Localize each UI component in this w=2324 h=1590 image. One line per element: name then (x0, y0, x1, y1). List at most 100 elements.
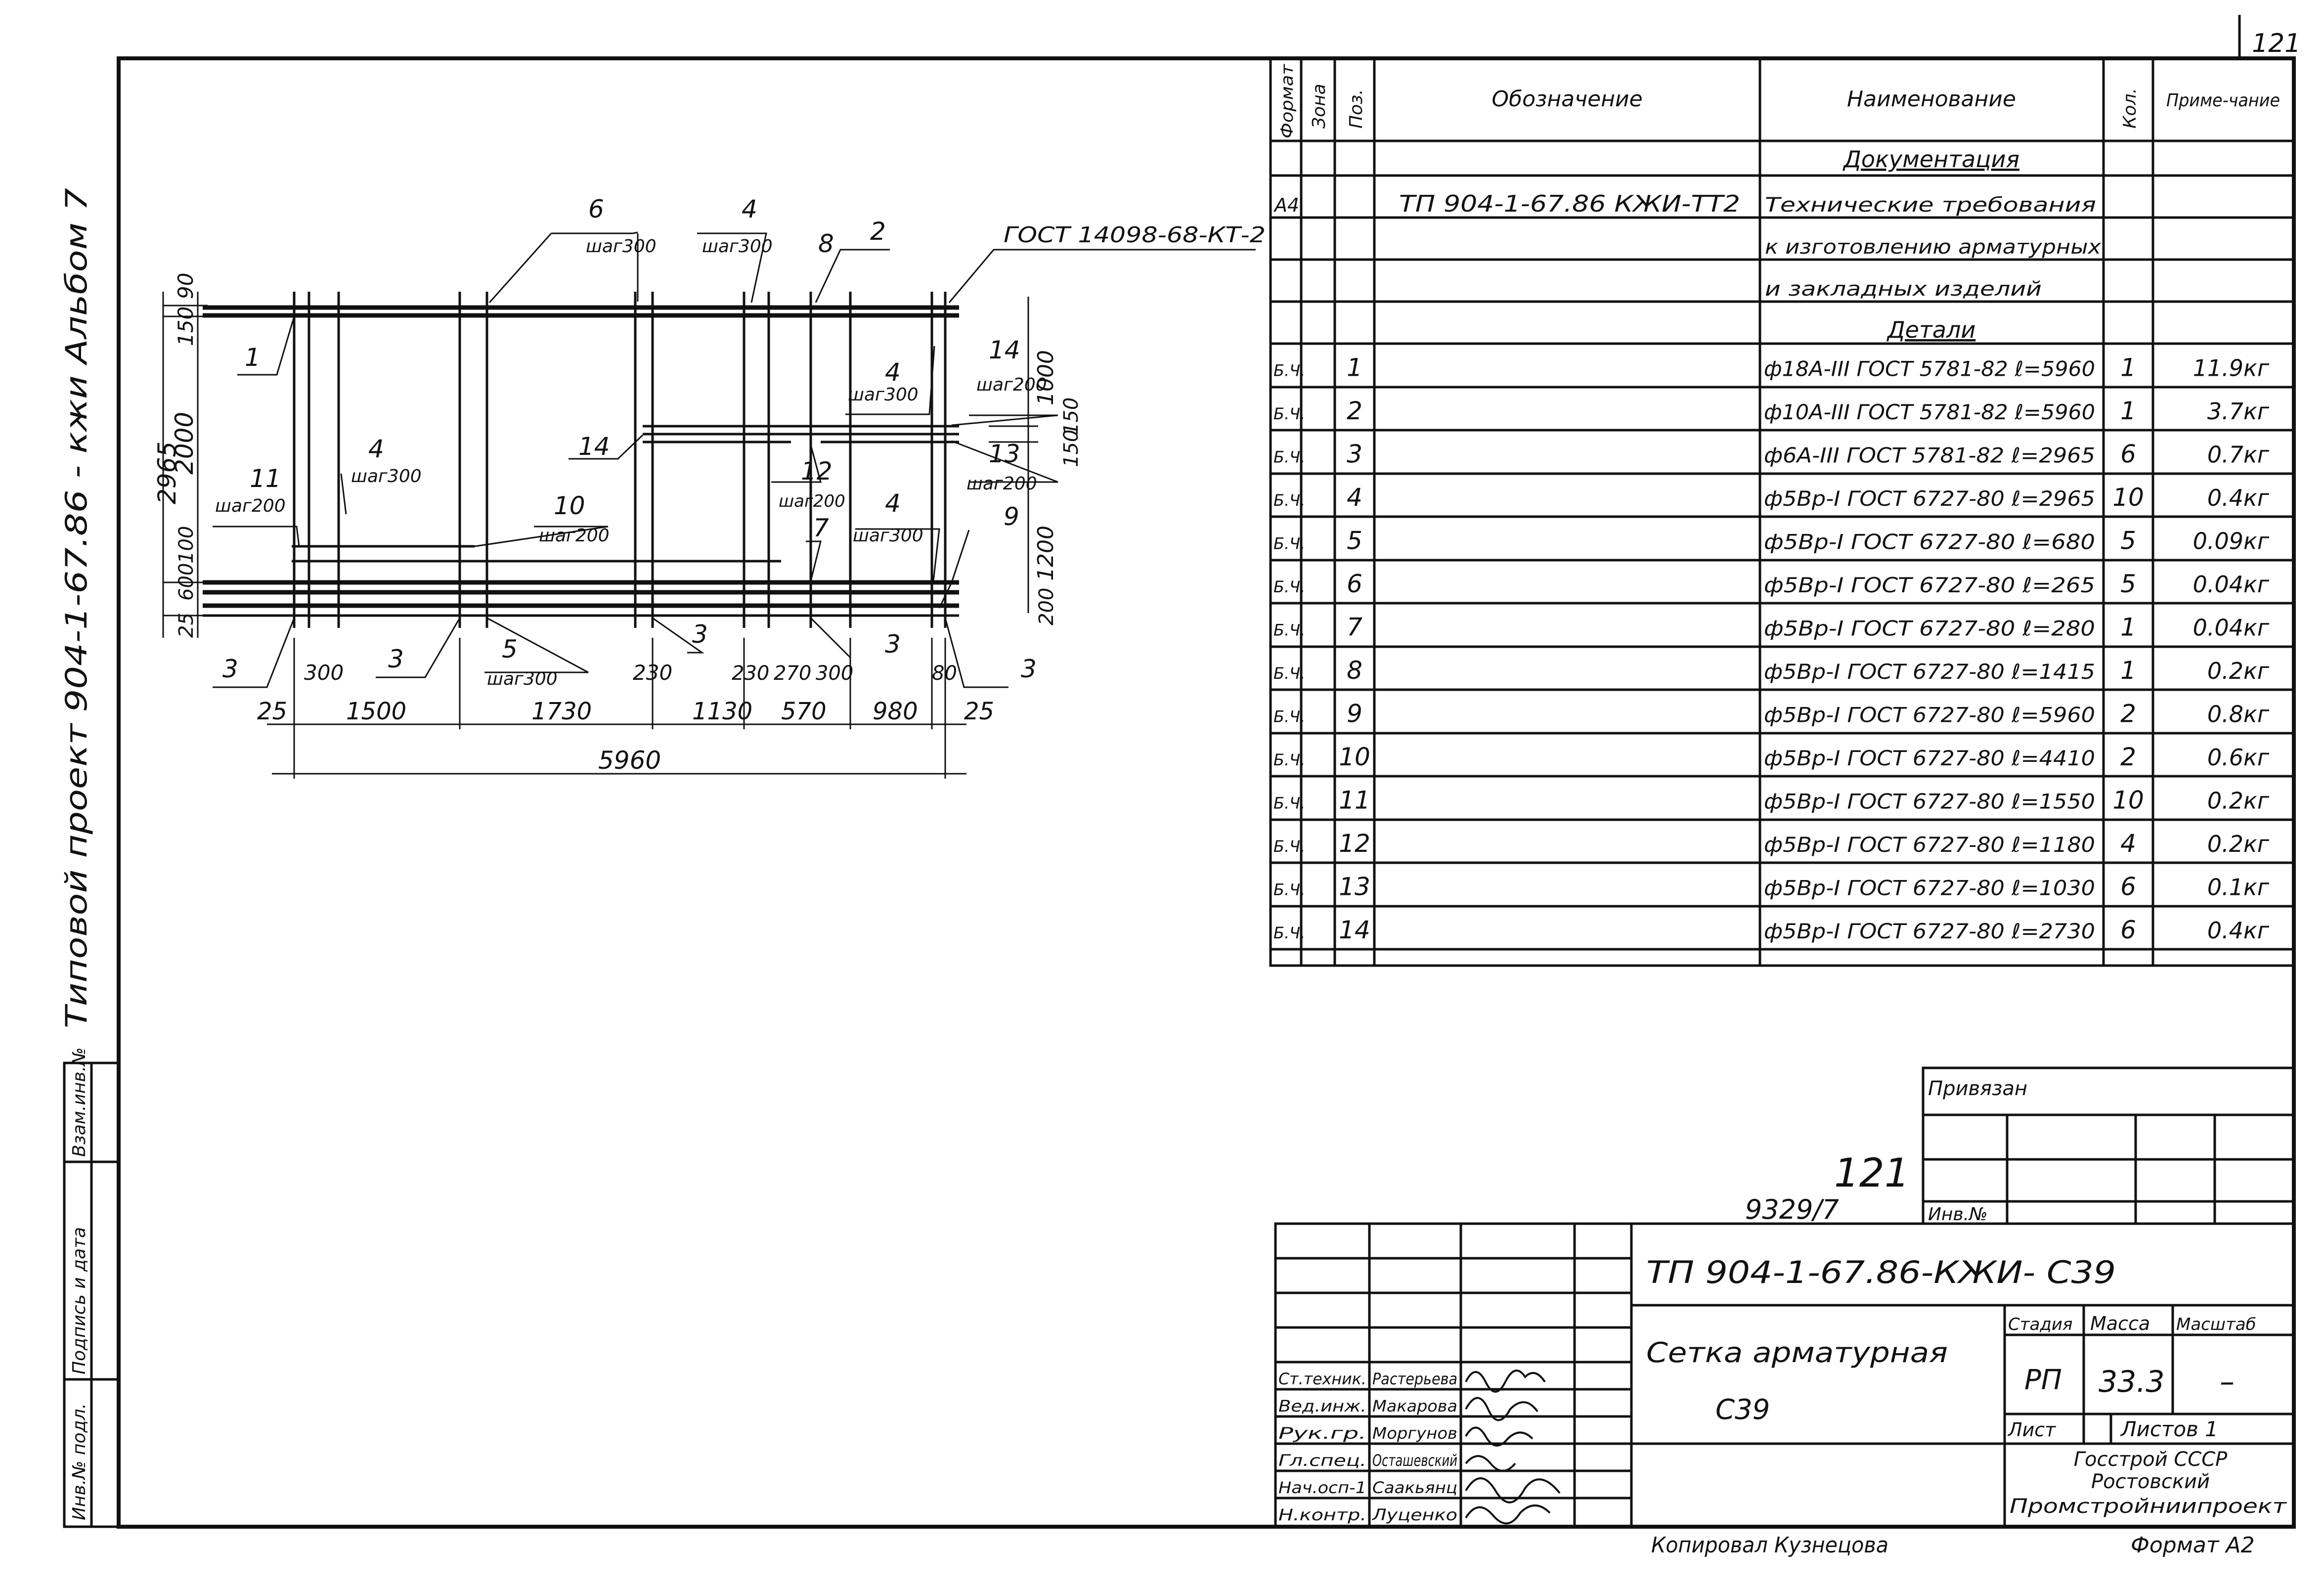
callout-2: 2 (870, 217, 886, 246)
callout-3b: 3 (388, 645, 404, 673)
row-pos: 1 (1347, 353, 1362, 382)
callout-12-step: шаг200 (779, 491, 845, 511)
tb-mass: 33.3 (2099, 1365, 2165, 1399)
small-stamp-number: 121 (1834, 1150, 1910, 1196)
row-name: ф5Вр-I ГОСТ 6727-80 ℓ=4410 (1764, 746, 2095, 770)
callout-4a: 4 (742, 195, 757, 223)
tb-scale: – (2220, 1365, 2235, 1399)
title-block: ТП 904-1-67.86-КЖИ- С39 Сетка арматурная… (1274, 1222, 2295, 1528)
tb-code: ТП 904-1-67.86-КЖИ- С39 (1646, 1254, 2116, 1290)
row-note: 0.04кг (2193, 571, 2270, 598)
callout-13-step: шаг200 (966, 474, 1037, 494)
tb-person-name: Моргунов (1372, 1424, 1457, 1443)
signatures (1465, 1369, 1561, 1525)
row-qty: 1 (2120, 613, 2136, 642)
dim-l1: 90 (174, 273, 198, 299)
row-name: ф5Вр-I ГОСТ 6727-80 ℓ=680 (1764, 530, 2095, 554)
row-pos: 2 (1347, 397, 1362, 425)
dim-g2: 230 (732, 662, 769, 685)
tb-role: Вед.инж. (1278, 1397, 1366, 1415)
row-format: Б.Ч. (1273, 751, 1305, 769)
weld-note: ГОСТ 14098-68-КТ-2 (1004, 222, 1266, 248)
dim-g0: 300 (304, 661, 344, 685)
row-qty: 2 (2120, 700, 2136, 728)
row-qty: 10 (2112, 483, 2144, 512)
callout-13: 13 (989, 440, 1020, 468)
row-qty: 4 (2120, 829, 2136, 858)
side-stamp: Инв.№ подл. Подпись и дата Взам.инв.№ (63, 1047, 120, 1528)
tb-person-name: Осташевский (1372, 1451, 1457, 1470)
callout-4d: 4 (885, 489, 901, 518)
dim-g3: 270 (774, 662, 811, 685)
dim-b1: 1500 (346, 698, 406, 725)
dim-r2: 150 (1060, 430, 1083, 467)
dim-l5: 25 (175, 613, 198, 638)
dim-l3: 600 (175, 563, 198, 601)
dim-b4: 570 (781, 698, 827, 725)
cross-bars (293, 292, 947, 628)
tb-person-name: Луценко (1372, 1505, 1457, 1524)
row-qty: 1 (2120, 656, 2136, 685)
row-note: 11.9кг (2193, 355, 2270, 382)
tb-sheet-label: Лист (2007, 1419, 2057, 1441)
tb-stage: РП (2024, 1364, 2062, 1396)
callout-3d: 3 (885, 630, 901, 659)
tb-person-name: Макарова (1372, 1397, 1457, 1415)
hdr-qty: Кол. (2120, 88, 2140, 129)
row-name: ф5Вр-I ГОСТ 6727-80 ℓ=1550 (1764, 790, 2095, 814)
row-format: Б.Ч. (1273, 881, 1305, 899)
leaders (213, 231, 1256, 688)
callout-11-step: шаг200 (215, 496, 286, 516)
side-stamp-col2: Подпись и дата (69, 1227, 89, 1374)
callout-4d-step: шаг300 (853, 526, 923, 546)
tb-org-2: Ростовский (2091, 1470, 2210, 1493)
row-name: ф10А-III ГОСТ 5781-82 ℓ=5960 (1764, 400, 2095, 424)
format-label: Формат А2 (2131, 1533, 2255, 1558)
dim-left-total: 2965 (153, 442, 181, 504)
row-name: ф5Вр-I ГОСТ 6727-80 ℓ=265 (1764, 573, 2095, 597)
row-format: Б.Ч. (1273, 577, 1305, 596)
row-format: Б.Ч. (1273, 794, 1305, 813)
privyazan-label: Привязан (1928, 1077, 2027, 1100)
row-format: Б.Ч. (1273, 534, 1305, 553)
page-number: 121 (2252, 29, 2301, 58)
callout-3a: 3 (222, 655, 238, 683)
side-stamp-col3: Взам.инв.№ (69, 1047, 89, 1157)
callout-1: 1 (245, 343, 261, 372)
tb-scale-label: Масштаб (2176, 1315, 2256, 1334)
row-note: 0.04кг (2193, 615, 2270, 641)
tb-person-name: Растерьева (1372, 1369, 1457, 1388)
row-format: Б.Ч. (1273, 404, 1305, 423)
callout-4a-step: шаг300 (702, 236, 773, 257)
row-name: ф5Вр-I ГОСТ 6727-80 ℓ=1030 (1764, 876, 2095, 900)
dim-b3: 1130 (692, 698, 752, 725)
side-caption: Типовой проект 904-1-67.86 - кжи Альбом … (59, 188, 94, 1028)
callout-4b-step: шаг300 (848, 385, 919, 405)
callout-6: 6 (588, 195, 604, 223)
hdr-designation: Обозначение (1491, 87, 1642, 112)
dim-b0: 25 (257, 698, 287, 725)
callout-10: 10 (554, 491, 585, 520)
callout-3e: 3 (1021, 655, 1037, 683)
row-qty: 2 (2120, 743, 2136, 771)
tb-role: Рук.гр. (1278, 1424, 1366, 1443)
row-pos: 8 (1347, 656, 1362, 685)
row-note: 0.2кг (2207, 788, 2270, 814)
tb-title-1: Сетка арматурная (1646, 1337, 1948, 1369)
tb-role: Н.контр. (1278, 1505, 1366, 1524)
row-qty: 6 (2120, 440, 2136, 469)
row-format: Б.Ч. (1273, 837, 1305, 856)
hdr-zone: Зона (1309, 84, 1329, 129)
mesh-drawing: ГОСТ 14098-68-КТ-2 1 2 3 3 3 3 3 6 шаг30… (153, 195, 1266, 779)
row-pos: 10 (1339, 743, 1370, 771)
dim-total: 5960 (598, 746, 661, 775)
row-note: 0.2кг (2207, 831, 2270, 857)
row-note: 3.7кг (2207, 398, 2270, 425)
tb-role: Нач.осп-1 (1278, 1478, 1366, 1497)
row-qty: 6 (2120, 916, 2136, 944)
row-format: Б.Ч. (1273, 361, 1305, 380)
callout-4c: 4 (368, 435, 384, 463)
row-pos: 6 (1347, 570, 1362, 598)
row-format: Б.Ч. (1273, 664, 1305, 683)
